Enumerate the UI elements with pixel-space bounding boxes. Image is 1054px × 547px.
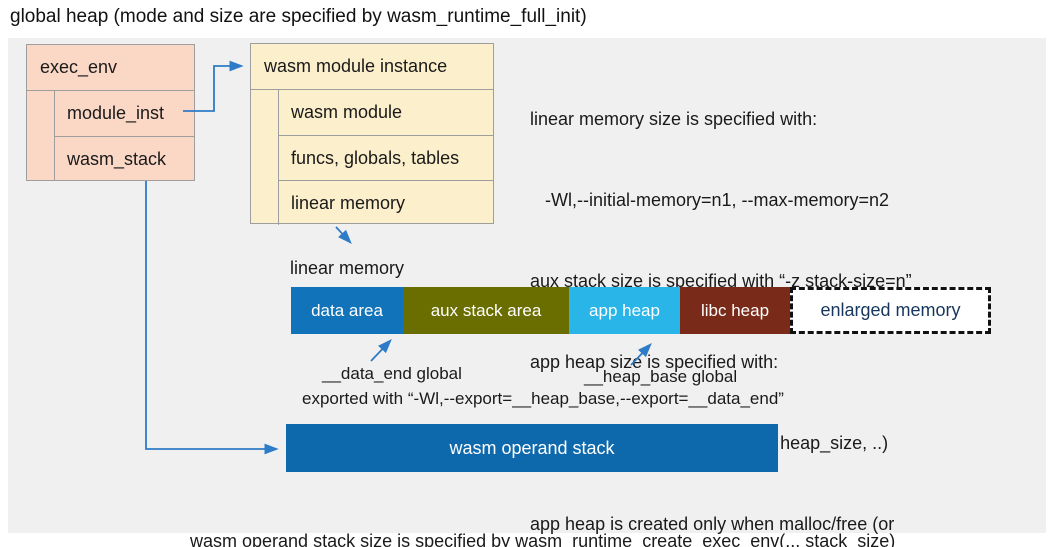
linear-memory-bar: data area aux stack area app heap libc h… <box>291 287 991 334</box>
segment-aux-stack-area: aux stack area <box>403 287 569 334</box>
segment-enlarged-memory: enlarged memory <box>790 287 991 334</box>
module-instance-title: wasm module instance <box>251 44 493 90</box>
module-instance-field-linear-memory: linear memory <box>278 180 493 225</box>
exec-env-field-wasm-stack: wasm_stack <box>54 136 194 181</box>
page-title: global heap (mode and size are specified… <box>10 6 587 27</box>
module-instance-box: wasm module instance wasm module funcs, … <box>250 43 494 225</box>
operand-stack-info-block: wasm operand stack size is specified by … <box>190 481 895 547</box>
footer-line: wasm operand stack size is specified by … <box>190 531 896 547</box>
exec-env-title: exec_env <box>27 45 194 91</box>
heap-base-global-label: __heap_base global <box>584 367 738 386</box>
linear-memory-label: linear memory <box>290 258 405 278</box>
module-instance-field-funcs-globals-tables: funcs, globals, tables <box>278 135 493 180</box>
segment-libc-heap: libc heap <box>680 287 790 334</box>
exec-env-box: exec_env module_inst wasm_stack <box>26 44 195 181</box>
info-line: -Wl,--initial-memory=n1, --max-memory=n2 <box>530 190 890 210</box>
info-line: linear memory size is specified with: <box>530 109 818 129</box>
module-instance-field-wasm-module: wasm module <box>278 90 493 135</box>
exec-env-field-module-inst: module_inst <box>54 91 194 136</box>
info-line: aux stack size is specified with “-z sta… <box>530 271 912 291</box>
data-end-global-label: __data_end global <box>322 364 462 383</box>
exported-with-label: exported with “-Wl,--export=__heap_base,… <box>302 389 784 408</box>
segment-data-area: data area <box>291 287 403 334</box>
info-line: app heap size is specified with: <box>530 352 779 372</box>
segment-app-heap: app heap <box>569 287 680 334</box>
info-line: app heap is created only when malloc/fre… <box>530 514 895 534</box>
wasm-operand-stack-box: wasm operand stack <box>286 424 778 472</box>
